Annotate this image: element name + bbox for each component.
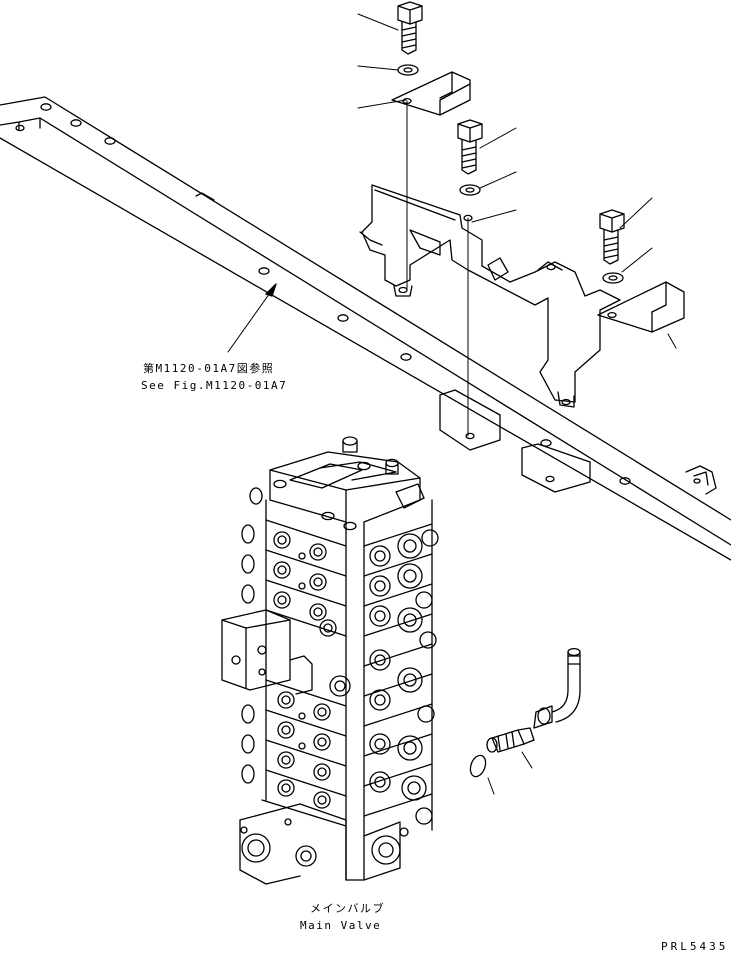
bolt-top (397, 1, 423, 55)
reference-label-jp: 第M1120-01A7図参照 (143, 362, 275, 375)
frame-rail (0, 96, 731, 561)
bolt-right (599, 209, 625, 265)
clip-bracket-right (597, 281, 685, 333)
reference-label-en: See Fig.M1120-01A7 (141, 379, 288, 392)
spool-fittings (329, 529, 439, 825)
drawing-code: PRL5435 (661, 940, 729, 953)
adapter (486, 727, 535, 753)
bolt-middle (457, 119, 483, 175)
clip-bracket-upper (391, 71, 471, 116)
reference-arrow (227, 283, 277, 353)
cover-plate (359, 184, 621, 408)
hose-elbow (533, 647, 581, 729)
main-valve (221, 436, 439, 885)
lower-brackets (439, 389, 591, 493)
leader-lines (357, 13, 677, 795)
main-valve-label-en: Main Valve (300, 919, 382, 932)
assembly-lines (406, 100, 469, 437)
main-valve-label-jp: メインバルブ (310, 902, 385, 915)
o-ring (469, 754, 487, 778)
